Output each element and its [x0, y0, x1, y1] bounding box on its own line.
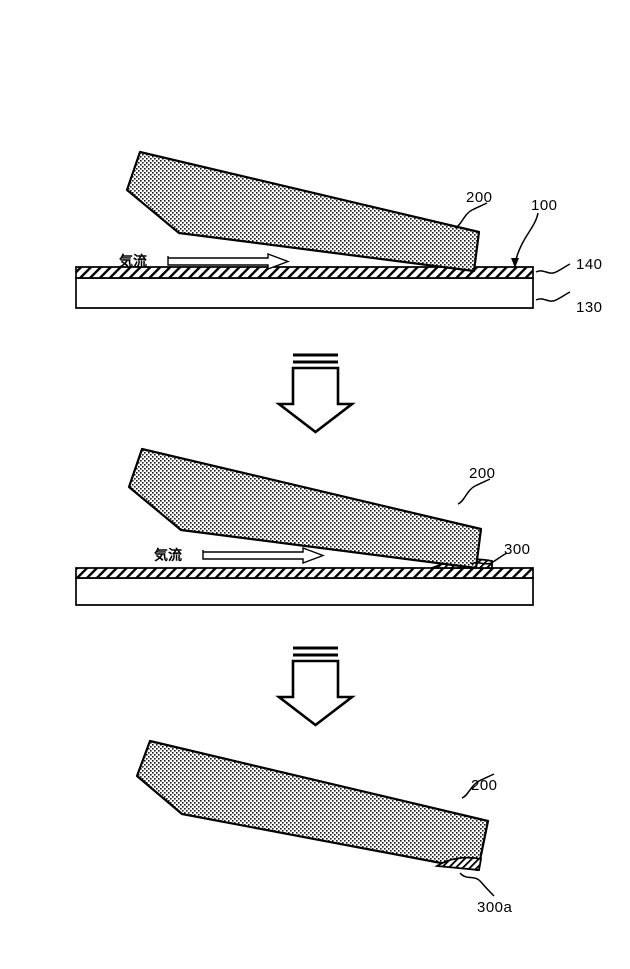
leader-line-200-panel-2	[457, 478, 491, 505]
process-step-arrow-1	[275, 353, 356, 434]
block-200-panel-2	[127, 447, 483, 570]
block-200-panel-3	[135, 739, 490, 872]
deposit-300a	[434, 856, 483, 871]
base-layer-130-panel-2	[75, 577, 534, 606]
leader-arrowhead-100	[511, 258, 519, 268]
leader-line-140	[535, 263, 571, 274]
leader-line-200-panel-1	[454, 202, 488, 229]
airflow-label-panel-2: 気流	[154, 547, 182, 564]
base-layer-130	[75, 277, 534, 309]
ref-100-panel-1: 100	[531, 197, 558, 214]
ref-130: 130	[576, 299, 603, 316]
step-arrow-body-1	[275, 366, 356, 434]
leader-line-200-panel-3	[461, 773, 495, 799]
airflow-label-panel-1: 気流	[119, 253, 147, 270]
panel-1: 気流 200 100 140 130	[75, 150, 603, 316]
ref-200-panel-2: 200	[469, 465, 496, 482]
ref-200-panel-3: 200	[471, 777, 498, 794]
leader-line-130	[535, 291, 571, 302]
leader-line-300	[470, 552, 508, 565]
ref-300a: 300a	[477, 899, 513, 916]
airflow-arrow-panel-2	[202, 546, 325, 565]
top-layer-140	[75, 266, 534, 279]
top-layer-140-panel-2	[75, 567, 534, 579]
step-arrow-body-2	[275, 659, 356, 727]
block-200-panel-1	[125, 150, 481, 273]
ref-300: 300	[504, 541, 531, 558]
ref-200-panel-1: 200	[466, 189, 493, 206]
airflow-arrow-panel-1	[167, 252, 290, 271]
ref-140: 140	[576, 256, 603, 273]
leader-line-300a	[459, 872, 495, 897]
panel-2: 気流 200 300	[75, 447, 534, 606]
panel-3: 200 300a	[135, 739, 513, 916]
process-step-arrow-2	[275, 646, 356, 727]
